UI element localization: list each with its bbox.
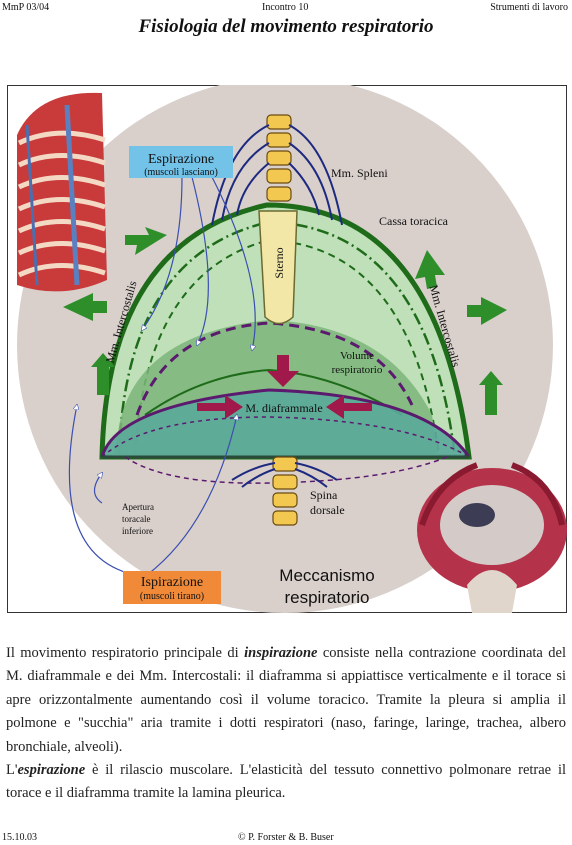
spleni-label: Mm. Spleni bbox=[331, 166, 388, 180]
apertura-label-2: toracale bbox=[122, 514, 150, 524]
diaframmale-label: M. diaframmale bbox=[245, 401, 322, 415]
ribcage-illustration bbox=[17, 92, 107, 292]
ispirazione-sub-label: (muscoli tirano) bbox=[140, 591, 204, 602]
cassa-label: Cassa toracica bbox=[379, 214, 449, 228]
cervical-vertebrae bbox=[266, 114, 292, 202]
header-left: MmP 03/04 bbox=[2, 2, 50, 13]
apertura-label-3: inferiore bbox=[122, 526, 153, 536]
intercostal-arrows bbox=[63, 227, 507, 415]
diaphragm-arrows bbox=[197, 355, 372, 419]
spleni-nerves bbox=[211, 124, 343, 226]
paragraph-inspiration: Il movimento respiratorio principale di … bbox=[6, 645, 566, 755]
spina-label-2: dorsale bbox=[310, 503, 345, 517]
respiration-figure: Espirazione (muscoli lasciano) Ispirazio… bbox=[7, 85, 567, 613]
inspirazione-term: inspirazione bbox=[244, 645, 318, 661]
meccanismo-label-1: Meccanismo bbox=[279, 566, 374, 585]
espirazione-term: espirazione bbox=[17, 762, 86, 779]
body-text: Il movimento respiratorio principale di … bbox=[6, 642, 566, 806]
diaphragm-band bbox=[102, 390, 469, 457]
header-right: Strumenti di lavoro bbox=[490, 2, 568, 13]
meccanismo-label-2: respiratorio bbox=[284, 588, 369, 607]
paragraph-expiration: L'espirazione è il rilascio muscolare. L… bbox=[6, 762, 566, 802]
lumbar-vertebrae bbox=[272, 456, 298, 526]
espirazione-sub-label: (muscoli lasciano) bbox=[144, 167, 218, 178]
espirazione-box bbox=[129, 146, 233, 178]
apertura-label-1: Apertura bbox=[122, 502, 154, 512]
volume-label-1: Volume bbox=[340, 350, 374, 362]
footer-copyright: © P. Forster & B. Buser bbox=[238, 832, 334, 843]
footer-date: 15.10.03 bbox=[2, 832, 37, 843]
diaphragm-roots bbox=[231, 462, 338, 488]
espirazione-label: Espirazione bbox=[148, 152, 214, 167]
spina-label-1: Spina bbox=[310, 488, 338, 502]
pointer-lines bbox=[68, 176, 255, 576]
sternum bbox=[258, 210, 298, 325]
sterno-label: Sterno bbox=[272, 247, 286, 278]
header-center: Incontro 10 bbox=[262, 2, 309, 13]
volume-label-2: respiratorio bbox=[332, 364, 383, 376]
page-title: Fisiologia del movimento respiratorio bbox=[138, 16, 434, 37]
ispirazione-box bbox=[123, 571, 221, 604]
diaphragm-illustration bbox=[417, 462, 567, 613]
ispirazione-label: Ispirazione bbox=[141, 575, 203, 590]
